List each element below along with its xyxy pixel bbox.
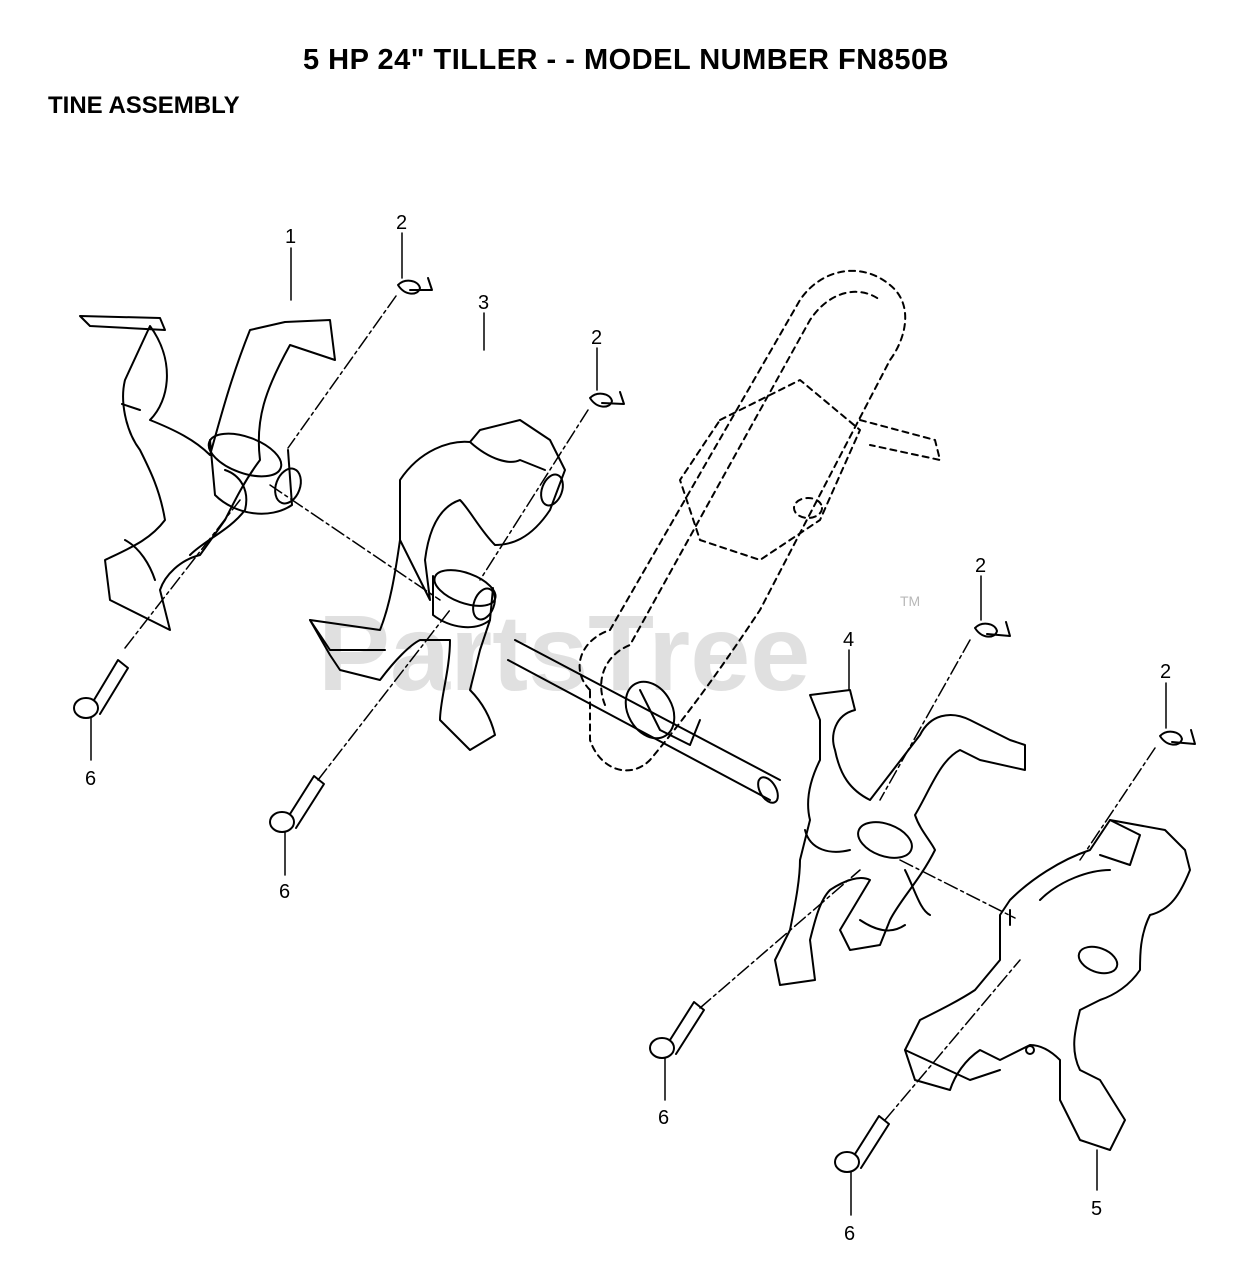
pin-4	[834, 1115, 890, 1173]
hairpin-clip-2	[589, 391, 625, 408]
hairpin-clip-3	[974, 621, 1011, 638]
tine-part-5	[904, 819, 1191, 1151]
pin-2	[269, 775, 325, 833]
chaincase-belt	[578, 269, 941, 772]
callout-part-6-b: 6	[279, 881, 290, 903]
pin-1	[73, 659, 129, 719]
callout-part-6-a: 6	[85, 768, 96, 790]
tine-shaft	[507, 639, 781, 804]
watermark-tm: TM	[900, 593, 920, 609]
callout-part-5: 5	[1091, 1198, 1102, 1220]
section-title: TINE ASSEMBLY	[48, 92, 240, 119]
tine-4-hub	[857, 821, 913, 859]
callout-part-2-d: 2	[1160, 661, 1171, 683]
watermark-text: PartsTree	[318, 592, 810, 713]
callout-part-4: 4	[843, 629, 854, 651]
pin-3	[649, 1001, 705, 1059]
page-title: 5 HP 24" TILLER - - MODEL NUMBER FN850B	[302, 44, 950, 76]
tine-part-3	[309, 419, 566, 751]
tine-part-1	[79, 315, 336, 631]
callout-part-1: 1	[285, 226, 296, 248]
leader-lines	[90, 232, 1167, 1216]
callout-part-3: 3	[478, 292, 489, 314]
hairpin-clip-1	[397, 277, 433, 295]
callout-part-2-a: 2	[396, 212, 407, 234]
callout-part-6-c: 6	[658, 1107, 669, 1129]
tine-part-4	[774, 689, 1026, 986]
assembly-lines	[124, 295, 1156, 1121]
callout-part-2-b: 2	[591, 327, 602, 349]
callout-part-6-d: 6	[844, 1223, 855, 1245]
hairpin-clip-4	[1159, 729, 1196, 746]
callout-part-2-c: 2	[975, 555, 986, 577]
tine-5-hub	[1077, 945, 1119, 975]
